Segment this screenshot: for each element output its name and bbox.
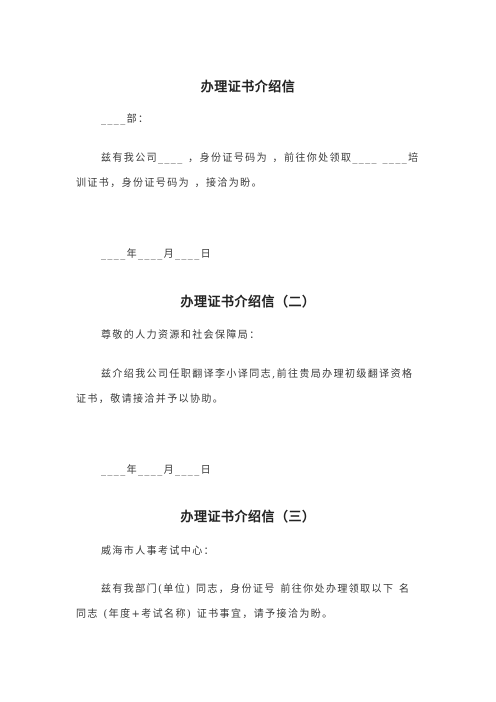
- section1-title: 办理证书介绍信: [200, 80, 296, 95]
- section3-body-line1: 兹有我部门(单位) 同志，身份证号 前往你处办理领取以下 名: [101, 584, 411, 595]
- section3-body-line2: 同志 (年度+考试名称) 证书事宜，请予接洽为盼。: [76, 609, 334, 620]
- section2-body-line2: 证书，敬请接洽并予以协助。: [76, 394, 225, 405]
- section2-date: ____年____月____日: [101, 465, 212, 476]
- section2-title: 办理证书介绍信（二）: [180, 295, 316, 310]
- section2-body-line1: 兹介绍我公司任职翻译李小译同志,前往贵局办理初级翻译资格: [101, 369, 414, 380]
- section1-body-line2: 训证书，身份证号码为 ，接洽为盼。: [76, 178, 263, 189]
- section3-salutation: 威海市人事考试中心：: [101, 546, 215, 557]
- section1-salutation: ____部：: [101, 114, 150, 125]
- section1-date: ____年____月____日: [101, 249, 212, 260]
- section2-salutation: 尊敬的人力资源和社会保障局：: [101, 330, 261, 341]
- section1-body-line1: 兹有我公司____ ，身份证号码为 ，前往你处领取____ ____培: [101, 153, 420, 164]
- section3-title: 办理证书介绍信（三）: [180, 510, 316, 525]
